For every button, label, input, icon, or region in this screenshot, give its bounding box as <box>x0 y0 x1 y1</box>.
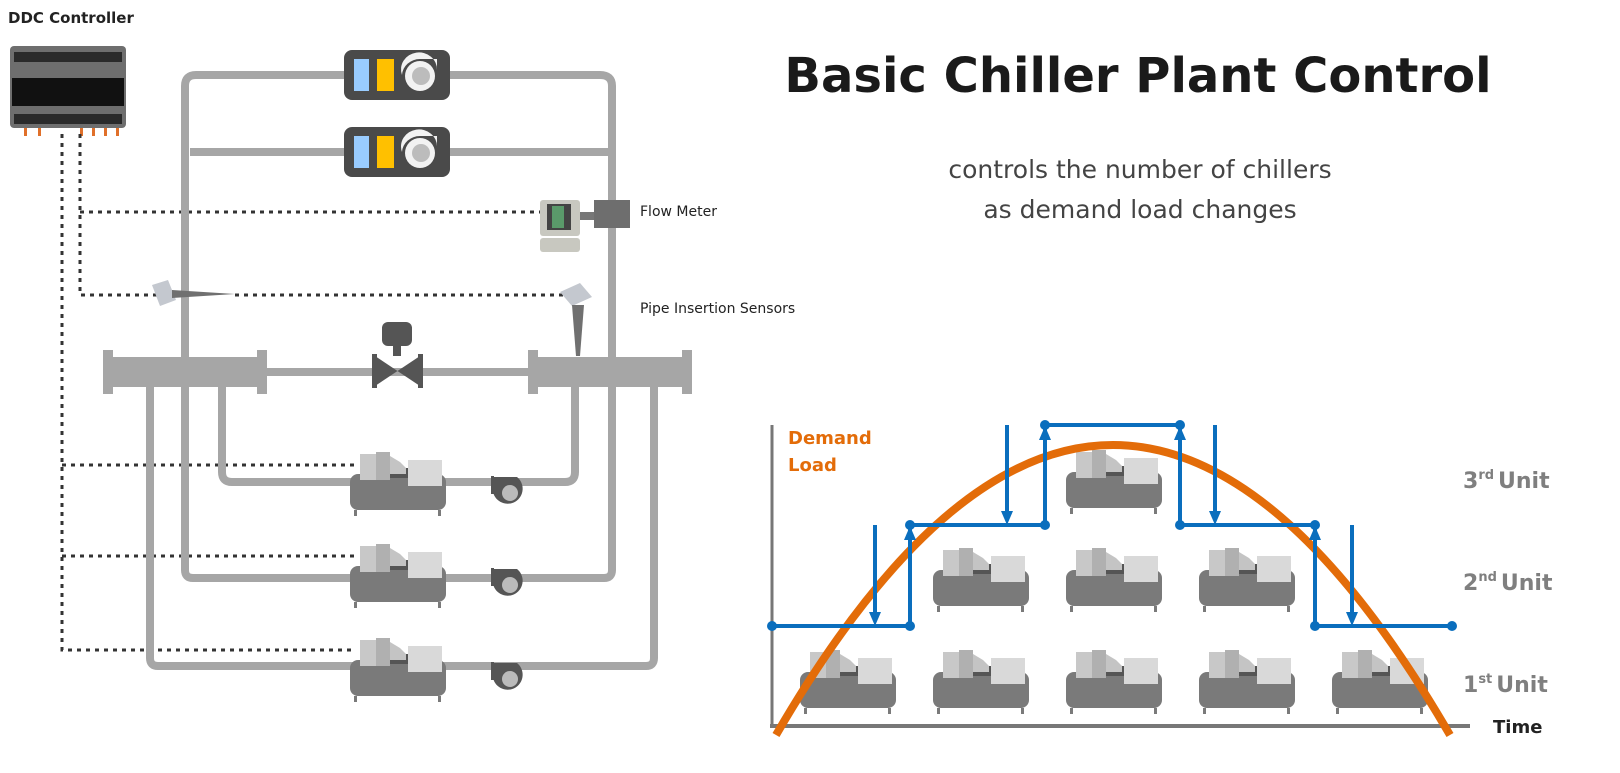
control-wiring <box>60 134 565 652</box>
chiller-icon <box>1066 650 1162 714</box>
chiller-icon <box>350 452 446 516</box>
chiller-icon <box>1066 450 1162 514</box>
chiller-icon <box>350 544 446 608</box>
air-handler-icon <box>344 50 450 100</box>
pump-icon <box>491 662 523 690</box>
flow-meter-icon <box>540 200 630 252</box>
bypass-valve-icon <box>372 322 423 388</box>
sensors-label: Pipe Insertion Sensors <box>640 301 795 317</box>
chiller-icon <box>933 548 1029 612</box>
demand-label-line-1: Demand <box>788 428 872 449</box>
chiller-icon <box>1066 548 1162 612</box>
flow-meter-label: Flow Meter <box>640 204 717 220</box>
chiller-icon <box>1199 650 1295 714</box>
chiller-icon <box>800 650 896 714</box>
time-label: Time <box>1493 717 1542 738</box>
pipe-insertion-sensor-icon <box>560 283 592 356</box>
air-handler-icon <box>344 127 450 177</box>
ddc-controller-icon <box>10 46 126 136</box>
subtitle-line-2: as demand load changes <box>983 195 1296 224</box>
staging-line <box>767 420 1457 631</box>
chiller-icon <box>1199 548 1295 612</box>
subtitle-line-1: controls the number of chillers <box>948 155 1331 184</box>
pump-icon <box>491 568 523 596</box>
chiller-icon <box>933 650 1029 714</box>
page-title: Basic Chiller Plant Control <box>784 48 1491 104</box>
pump-icon <box>491 476 523 504</box>
pipe-insertion-sensor-icon <box>152 280 235 306</box>
controller-label: DDC Controller <box>8 9 134 27</box>
chiller-icon <box>350 638 446 702</box>
demand-label-line-2: Load <box>788 455 837 476</box>
